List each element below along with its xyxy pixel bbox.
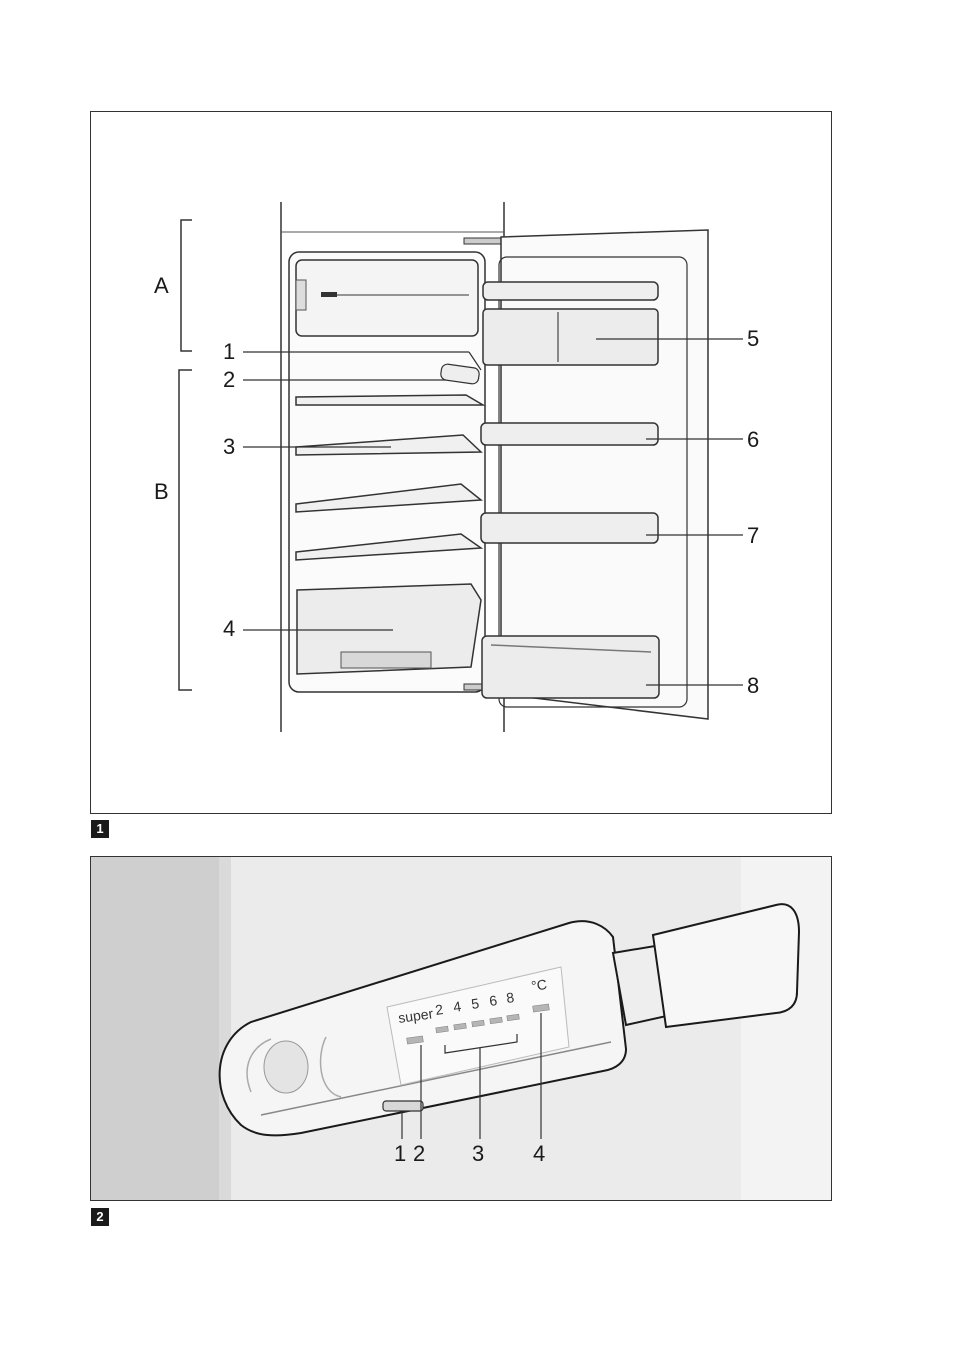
light-cover xyxy=(264,1041,308,1093)
callout-2: 2 xyxy=(413,1141,425,1166)
callout-6: 6 xyxy=(747,427,759,452)
callout-7: 7 xyxy=(747,523,759,548)
figure-2-panel: super 2 4 5 6 8 °C 1 2 3 4 xyxy=(90,856,832,1201)
figure-1-panel: A B 1 2 3 4 5 6 7 8 xyxy=(90,111,832,814)
freezer-compartment xyxy=(296,260,478,336)
callout-2: 2 xyxy=(223,367,235,392)
figure-2-badge: 2 xyxy=(91,1208,109,1226)
display-unit: °C xyxy=(530,976,548,994)
side-wall-left xyxy=(91,857,219,1201)
bracket-b xyxy=(179,370,192,690)
callout-3: 3 xyxy=(472,1141,484,1166)
main-switch xyxy=(383,1101,423,1111)
callout-1: 1 xyxy=(223,339,235,364)
callout-8: 8 xyxy=(747,673,759,698)
zone-label-b: B xyxy=(154,479,169,504)
bracket-a xyxy=(181,220,192,351)
callout-4: 4 xyxy=(223,616,235,641)
callout-3: 3 xyxy=(223,434,235,459)
callout-4: 4 xyxy=(533,1141,545,1166)
figure-1-badge: 1 xyxy=(91,820,109,838)
callout-5: 5 xyxy=(747,326,759,351)
control-unit-illustration: super 2 4 5 6 8 °C 1 2 3 4 xyxy=(91,857,832,1201)
zone-label-a: A xyxy=(154,273,169,298)
fridge-interior-illustration: A B 1 2 3 4 5 6 7 8 xyxy=(91,112,833,815)
callout-1: 1 xyxy=(394,1141,406,1166)
